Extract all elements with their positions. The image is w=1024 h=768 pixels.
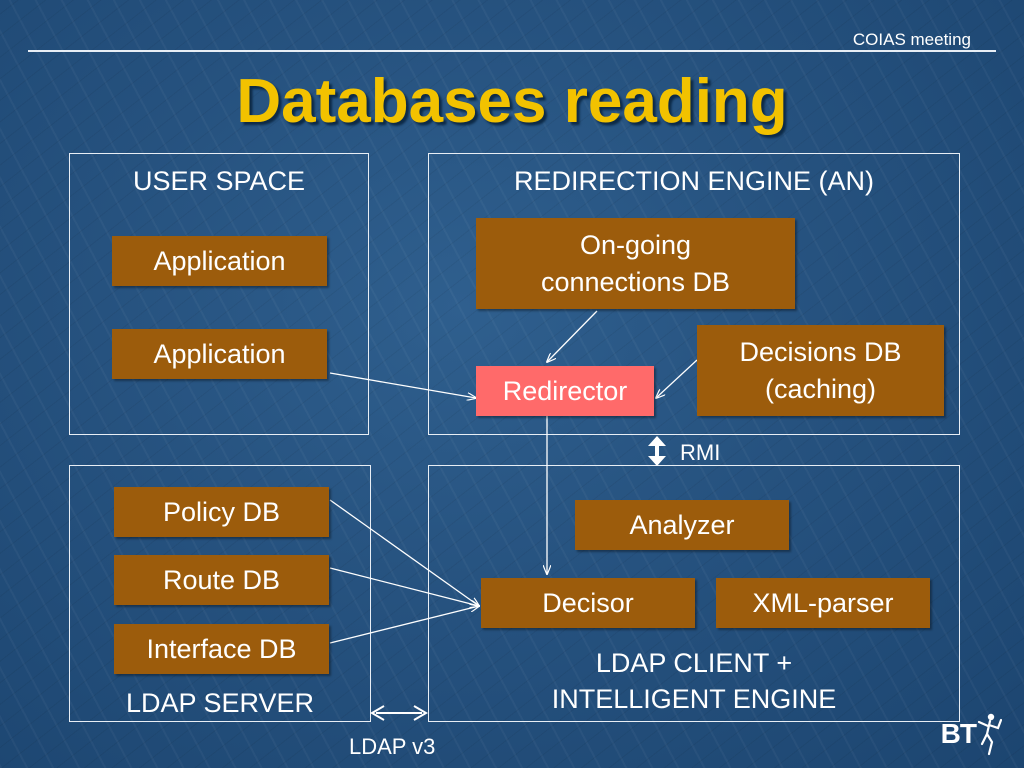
- ldap-arrow-right-head: [413, 705, 428, 721]
- interface-db-box: Interface DB: [114, 624, 329, 674]
- arrow-application-to-redirector: [329, 372, 476, 398]
- ongoing-connections-db-line-1: On-going: [579, 230, 692, 261]
- user-space-panel: [69, 153, 369, 435]
- bt-logo-text: BT: [940, 718, 977, 749]
- piper-figure-icon: [977, 713, 1002, 756]
- ldap-server-panel: [69, 465, 371, 722]
- arrow-interface-db-to-decisor: [329, 606, 479, 644]
- ldap-server-label: LDAP SERVER: [125, 688, 315, 718]
- bt-logo: BT: [941, 712, 1002, 756]
- analyzer-box: Analyzer: [575, 500, 789, 550]
- ongoing-connections-db-box: On-going connections DB: [476, 218, 795, 309]
- rmi-arrow-up-head: [648, 436, 666, 446]
- policy-db-box: Policy DB: [114, 487, 329, 537]
- rmi-label: RMI: [680, 440, 721, 465]
- ldap-client-label: LDAP CLIENT + INTELLIGENT ENGINE: [428, 645, 960, 718]
- ldap-arrow-left-head: [370, 705, 385, 721]
- arrow-decisions-db-to-redirector: [656, 359, 698, 398]
- arrow-policy-db-to-decisor: [329, 499, 479, 606]
- application-box-1: Application: [112, 236, 327, 286]
- xml-parser-box: XML-parser: [716, 578, 930, 628]
- decisions-db-line-2: (caching): [764, 373, 877, 404]
- redirection-engine-panel: [428, 153, 960, 435]
- ongoing-connections-db-line-2: connections DB: [540, 266, 731, 297]
- slide-title: Databases reading: [236, 67, 788, 136]
- decisions-db-line-1: Decisions DB: [739, 337, 902, 368]
- application-box-2: Application: [112, 329, 327, 379]
- arrow-ongoing-db-to-redirector: [547, 310, 598, 362]
- ldap-client-label-line-1: LDAP CLIENT +: [595, 648, 793, 678]
- rmi-arrow-down-head: [648, 456, 666, 466]
- redirector-box: Redirector: [476, 366, 654, 416]
- ldap-v3-label: LDAP v3: [349, 734, 436, 759]
- decisor-box: Decisor: [481, 578, 695, 628]
- redirection-engine-label: REDIRECTION ENGINE (AN): [513, 166, 875, 196]
- route-db-box: Route DB: [114, 555, 329, 605]
- arrow-route-db-to-decisor: [329, 567, 479, 606]
- meeting-label: COIAS meeting: [852, 30, 971, 49]
- decisions-db-box: Decisions DB (caching): [697, 325, 944, 416]
- user-space-label: USER SPACE: [132, 166, 306, 196]
- ldap-client-label-line-2: INTELLIGENT ENGINE: [551, 684, 837, 715]
- header-rule: [28, 50, 996, 52]
